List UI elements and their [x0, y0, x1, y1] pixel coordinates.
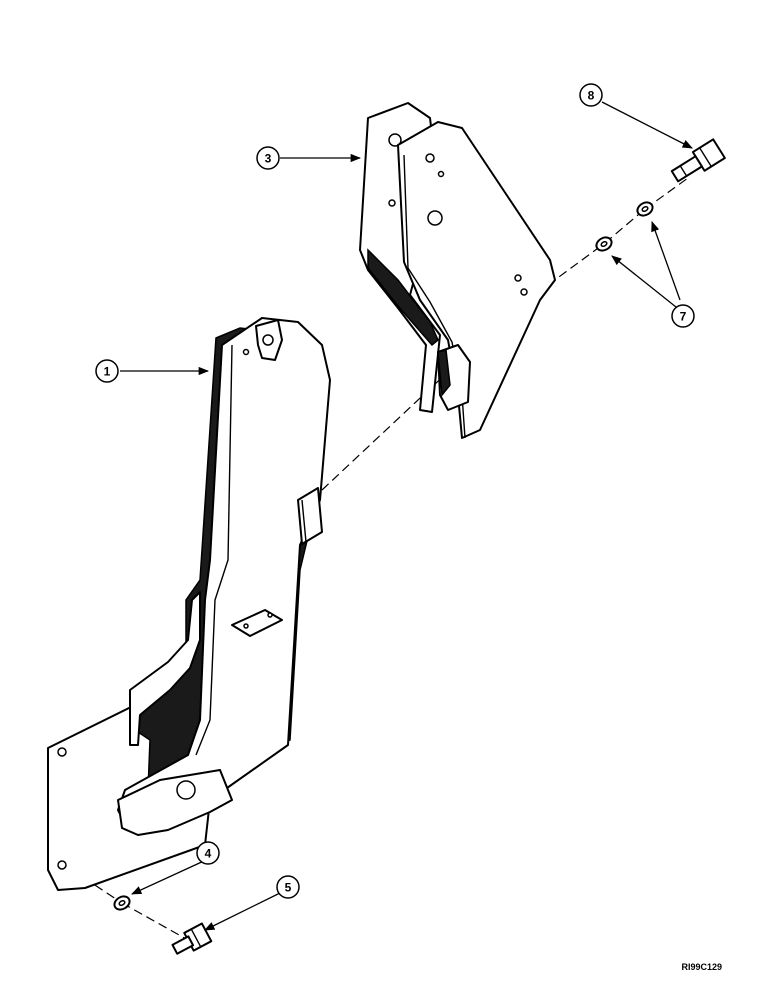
arm-side-edge — [195, 344, 233, 756]
washer-upper-hole — [641, 205, 649, 213]
leader-lines — [120, 101, 693, 931]
part-7-washers — [595, 201, 654, 252]
washer-4-hole — [118, 899, 126, 907]
front-plate-hole-small — [437, 170, 445, 178]
callout-8: 8 — [579, 83, 603, 107]
callout-7: 7 — [671, 304, 695, 328]
bolt-8-thread — [679, 165, 688, 177]
part-5-bolt — [171, 922, 213, 955]
front-plate-boss — [427, 210, 443, 226]
callout-1-label: 1 — [104, 365, 111, 379]
knuckle-shadow — [437, 349, 451, 397]
top-hook-hole — [262, 334, 274, 346]
base-plate-hole-upper — [57, 747, 67, 757]
callout-5-label: 5 — [285, 881, 292, 895]
tab-hole-left — [243, 623, 249, 629]
leader-7a — [611, 255, 677, 308]
callout-4-label: 4 — [205, 847, 212, 861]
part-4-washer — [113, 895, 131, 911]
side-mount-block-edge — [301, 499, 307, 543]
reference-code: RI99C129 — [681, 962, 722, 972]
front-plate-hole-lower-2 — [520, 288, 528, 296]
rear-plate-hole — [388, 133, 402, 147]
leader-8 — [601, 101, 693, 149]
pin-stub — [388, 199, 396, 207]
front-plate — [397, 121, 556, 439]
callout-3: 3 — [256, 146, 280, 170]
flange-bolt-hole — [176, 780, 196, 800]
washer-lower-hole — [600, 240, 608, 248]
front-plate-hole-lower-1 — [514, 274, 522, 282]
part-3-upper-bracket — [359, 102, 556, 439]
side-mount-block — [297, 487, 323, 545]
lower-flange — [117, 769, 233, 836]
leader-5 — [204, 892, 281, 931]
base-plate-hole-lower — [57, 860, 67, 870]
rear-plate-shadow — [367, 248, 439, 347]
part-8-bolt — [670, 138, 726, 183]
bolt-5-shank — [171, 935, 195, 955]
bolt-5-head-facet — [190, 928, 202, 948]
front-plate-hole-top — [425, 153, 435, 163]
part-1-bracket-arm — [47, 317, 331, 891]
callout-4: 4 — [196, 841, 220, 865]
top-pin-hole — [242, 348, 250, 356]
callout-1: 1 — [95, 359, 119, 383]
tab-hole-right — [267, 612, 273, 618]
leader-7b — [651, 221, 681, 301]
callout-7-label: 7 — [680, 310, 687, 324]
callout-5: 5 — [276, 875, 300, 899]
callout-8-label: 8 — [588, 89, 595, 103]
bolt-8-head-facet — [699, 147, 712, 167]
callout-3-label: 3 — [265, 152, 272, 166]
leader-4 — [131, 859, 207, 895]
bolt-8-shank — [670, 155, 703, 183]
arm-elbow-curve — [129, 591, 201, 746]
